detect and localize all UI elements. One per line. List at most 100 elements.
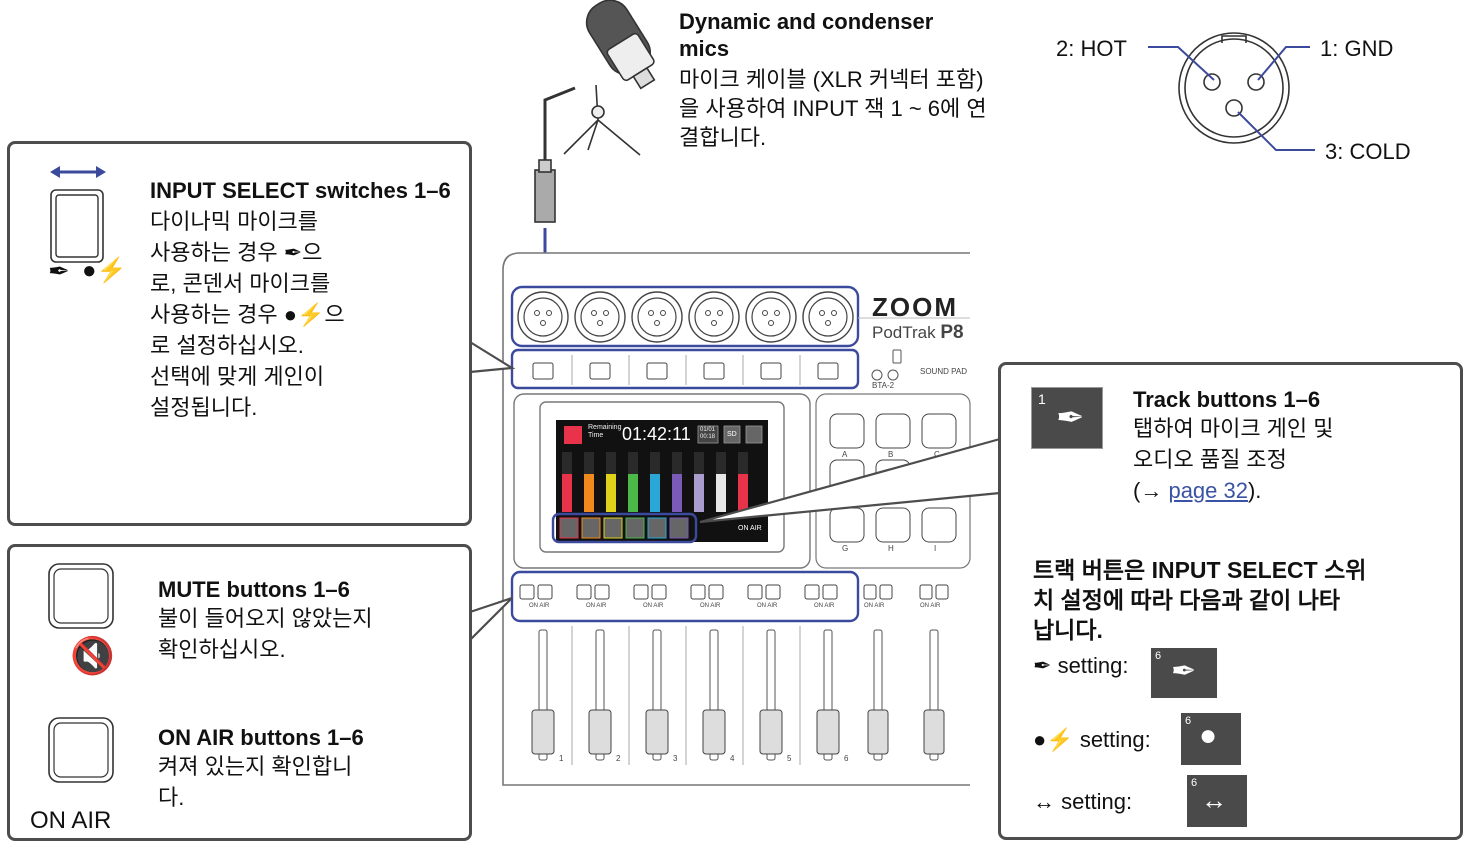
screen-track-button (603, 517, 623, 539)
sound-pad (875, 507, 911, 543)
on-air-small-label: ON AIR (643, 603, 664, 609)
callout-leader-lines (469, 341, 1001, 641)
level-meter (628, 474, 638, 512)
level-meter (606, 474, 616, 512)
sound-pad (921, 413, 957, 449)
usb-icon: ↔ (1033, 789, 1055, 814)
input-select-switch (646, 362, 668, 380)
on-air-button (651, 584, 667, 600)
xlr-pin (654, 320, 660, 326)
usb-track-chip: 6 ↔ (1187, 775, 1247, 827)
on-air-small-label: ON AIR (529, 603, 550, 609)
sd-indicator: SD (727, 431, 737, 438)
input-select-switch-icon (50, 166, 106, 263)
mute-button (863, 584, 877, 600)
mic-info-title: Dynamic and condenser mics (679, 9, 934, 61)
dynamic-track-chip: 6 ✒ (1151, 648, 1217, 698)
on-air-label: ON AIR (30, 807, 112, 834)
on-air-button (708, 584, 724, 600)
bta-label: BTA-2 (872, 381, 895, 390)
input-select-switch (589, 362, 611, 380)
input-select-title: INPUT SELECT switches 1–6 (150, 178, 451, 203)
input-select-switch (760, 362, 782, 380)
mute-text-2: 확인하십시오. (158, 637, 286, 662)
input-select-switch (817, 362, 839, 380)
xlr-pin (819, 310, 825, 316)
mute-button (919, 584, 933, 600)
screen-on-air: ON AIR (738, 525, 762, 532)
xlr-pin (717, 310, 723, 316)
mic-info-text: 마이크 케이블 (XLR 커넥터 포함)을 사용하여 INPUT 잭 1 ~ 6… (679, 67, 987, 150)
xlr-pin (762, 310, 768, 316)
level-meter (694, 474, 704, 512)
xlr-jack-inner (523, 297, 563, 337)
condenser-setting-row: ●⚡ setting: (1033, 727, 1151, 752)
condenser-mic-icon: ● (1199, 719, 1218, 752)
on-air-button (765, 584, 781, 600)
sound-pad (829, 413, 865, 449)
xlr-jack-inner (637, 297, 677, 337)
xlr-jack-inner (808, 297, 848, 337)
track-buttons-callout: 1 ✒ Track buttons 1–6 탭하여 마이크 게인 및 오디오 품… (998, 362, 1463, 840)
level-meter (738, 474, 748, 512)
on-air-button-illustration (48, 717, 114, 783)
dynamic-mic-icon: ✒ (283, 240, 303, 265)
xlr-pin (591, 310, 597, 316)
fader-knob (531, 709, 555, 755)
channel-number: 4 (730, 754, 735, 763)
channel-number: 3 (673, 754, 678, 763)
input-jacks-highlight (510, 285, 860, 348)
track-text-1: 탭하여 마이크 게인 및 (1133, 416, 1334, 441)
on-air-button (537, 584, 553, 600)
channel-number: 6 (844, 754, 849, 763)
dynamic-mic-icon: ✒ (1171, 655, 1197, 688)
screen-track-button (669, 517, 689, 539)
screen-track-button (559, 517, 579, 539)
mute-button (747, 584, 763, 600)
mute-button (690, 584, 706, 600)
on-air-text-1: 켜져 있는지 확인합니 (158, 754, 353, 779)
pin-gnd-label: 1: GND (1320, 36, 1394, 61)
on-air-small-label: ON AIR (757, 603, 778, 609)
on-air-small-label: ON AIR (864, 603, 885, 609)
fader-knob (645, 709, 669, 755)
page-link[interactable]: page 32 (1168, 478, 1248, 503)
mute-button (633, 584, 649, 600)
xlr-pin (603, 310, 609, 316)
microphone-illustration (534, 0, 656, 223)
track-text-2: 오디오 품질 조정 (1133, 447, 1287, 472)
xlr-pin (705, 310, 711, 316)
brand-logo: ZOOM (872, 292, 958, 322)
on-air-small-label: ON AIR (920, 603, 941, 609)
on-air-button (935, 584, 949, 600)
track-ref: (→ page 32). (1133, 478, 1262, 503)
dynamic-mic-icon: ✒ (48, 256, 70, 286)
on-air-title: ON AIR buttons 1–6 (158, 725, 364, 750)
xlr-pin (825, 320, 831, 326)
pad-label: A (842, 450, 848, 459)
on-air-button (594, 584, 610, 600)
xlr-pin (546, 310, 552, 316)
level-meter (562, 474, 572, 512)
level-meter (650, 474, 660, 512)
pin-hot-label: 2: HOT (1056, 36, 1127, 61)
dynamic-setting-row: ✒ setting: (1033, 653, 1129, 678)
on-air-button (879, 584, 893, 600)
level-meter (672, 474, 682, 512)
dynamic-mic-icon: ✒ (1033, 653, 1052, 678)
fader-knob (816, 709, 840, 755)
dynamic-mic-icon: ✒ (1056, 399, 1085, 437)
xlr-pin (540, 320, 546, 326)
fader-knob (588, 709, 612, 755)
xlr-jack-inner (580, 297, 620, 337)
condenser-mic-icon: ●⚡ (283, 302, 325, 327)
pad-label: C (934, 450, 940, 459)
xlr-pin (660, 310, 666, 316)
on-air-small-label: ON AIR (814, 603, 835, 609)
xlr-pin (774, 310, 780, 316)
mute-text-1: 불이 들어오지 않았는지 (158, 606, 373, 631)
mute-button (519, 584, 535, 600)
